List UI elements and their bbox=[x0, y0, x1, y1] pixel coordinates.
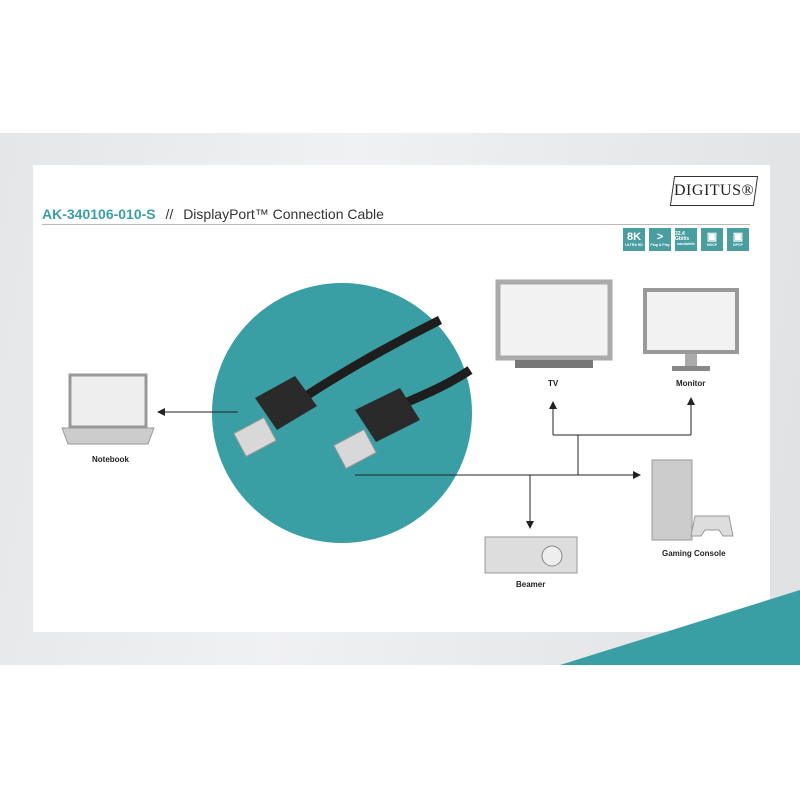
monitor-label: Monitor bbox=[676, 379, 706, 388]
badge-plug-play: >Plug & Play bbox=[649, 228, 671, 251]
teal-circle bbox=[212, 283, 472, 543]
badge-hdcp: ▣HDCP bbox=[701, 228, 723, 251]
product-name: DisplayPort™ Connection Cable bbox=[183, 206, 384, 222]
badge-dpcp: ▣DPCP bbox=[727, 228, 749, 251]
displayport-cable bbox=[233, 315, 473, 470]
teal-wedge bbox=[560, 590, 800, 665]
notebook-icon bbox=[61, 373, 155, 445]
notebook-label: Notebook bbox=[92, 455, 129, 464]
beamer-icon bbox=[484, 536, 578, 574]
gaming-console-icon bbox=[651, 459, 734, 541]
console-label: Gaming Console bbox=[662, 549, 726, 558]
title-divider bbox=[42, 224, 750, 225]
page-title: AK-340106-010-S // DisplayPort™ Connecti… bbox=[42, 206, 384, 222]
product-code: AK-340106-010-S bbox=[42, 206, 156, 222]
title-separator: // bbox=[165, 206, 174, 222]
monitor-icon bbox=[643, 288, 739, 371]
beamer-label: Beamer bbox=[516, 580, 546, 589]
tv-icon bbox=[495, 279, 613, 368]
tv-label: TV bbox=[548, 379, 559, 388]
connection-arrows bbox=[157, 397, 695, 529]
